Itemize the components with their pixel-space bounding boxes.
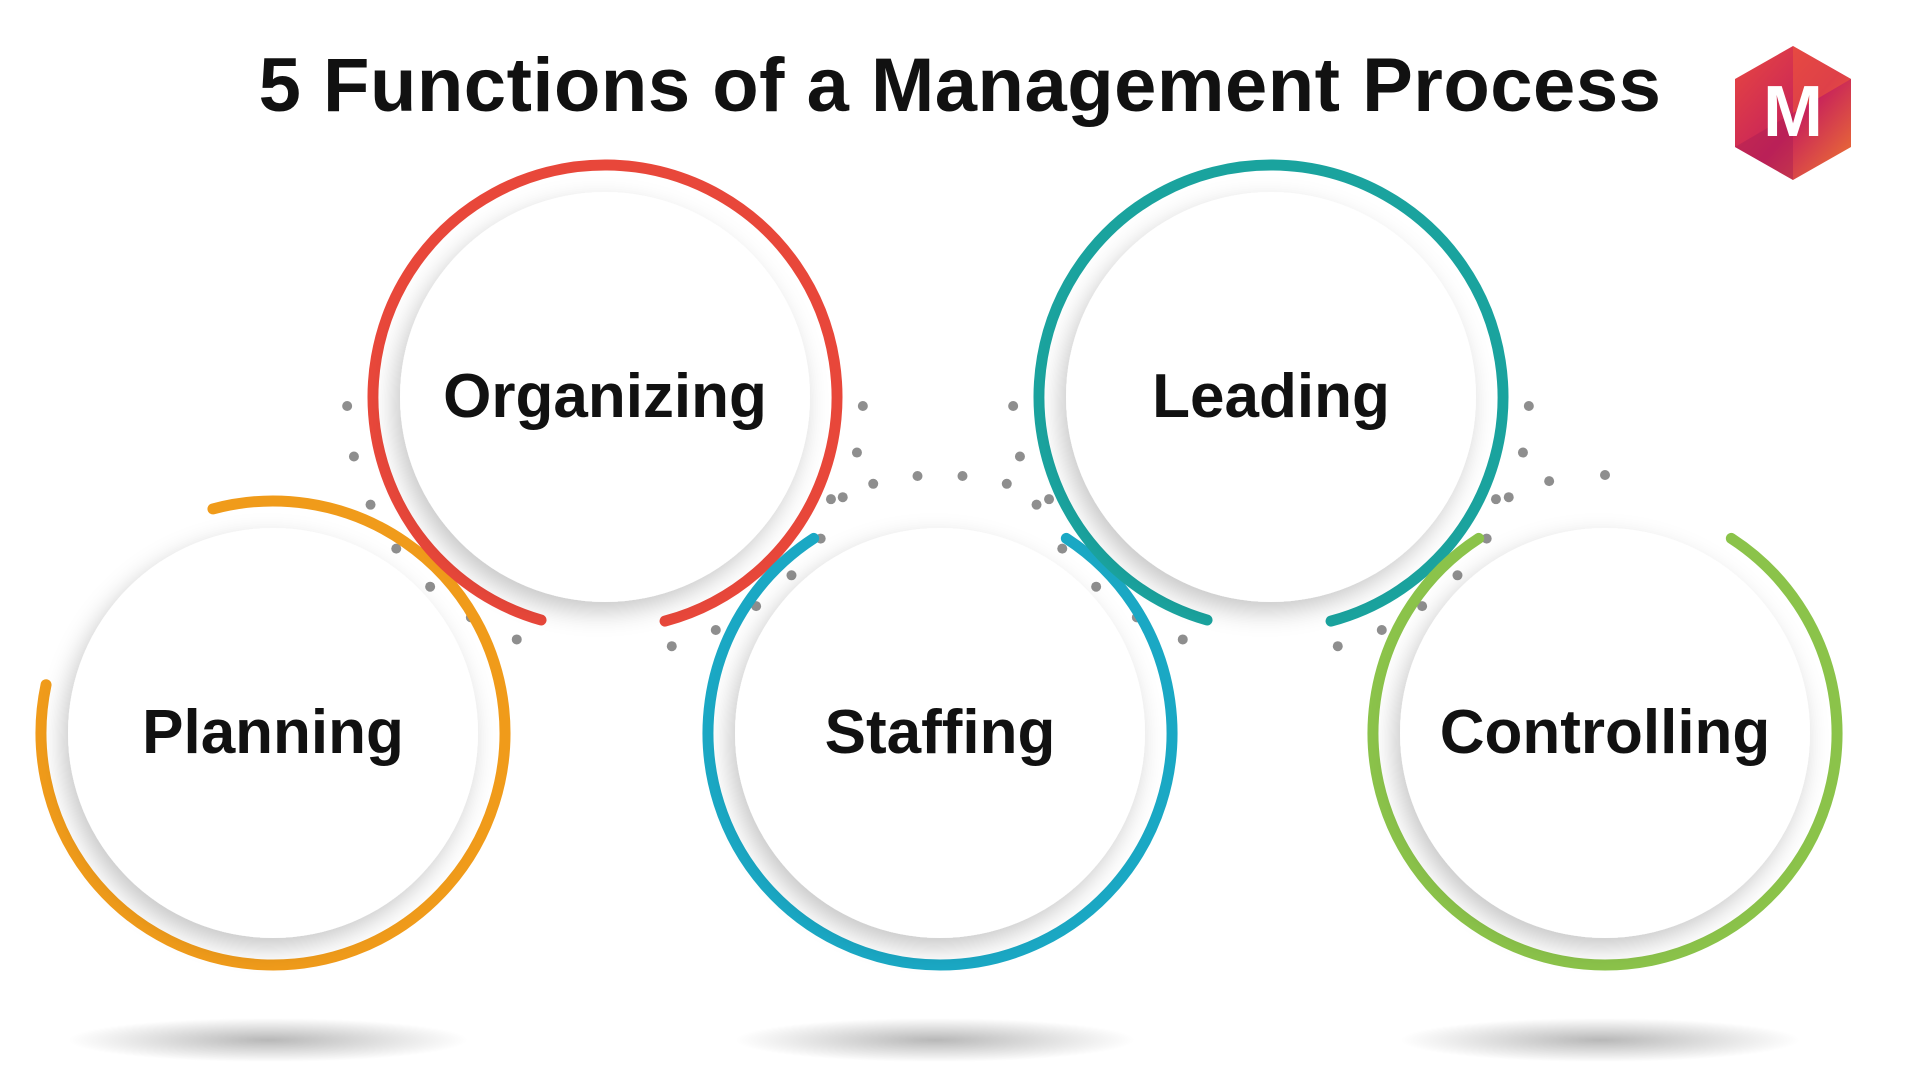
connector-dot [1600, 470, 1610, 480]
connector-dot [1517, 447, 1528, 458]
label-leading: Leading [1152, 362, 1390, 431]
brand-logo-letter: M [1763, 72, 1823, 152]
disc-organizing [400, 192, 810, 602]
connector-dot [957, 470, 968, 481]
connector-dot [1031, 499, 1042, 510]
connector-dot [1014, 451, 1025, 462]
connector-dot [1091, 581, 1102, 592]
label-planning: Planning [142, 698, 404, 767]
brand-logo-icon: M [1735, 46, 1851, 180]
ring-staffing [702, 532, 1178, 971]
connector-dot [1001, 478, 1012, 489]
function-node-staffing: Staffing [702, 528, 1178, 971]
label-staffing: Staffing [825, 698, 1056, 767]
connector-dot [1452, 570, 1463, 581]
connector-dot [348, 451, 359, 462]
function-node-planning: Planning [35, 495, 511, 971]
function-node-leading: Leading [1033, 159, 1509, 627]
ring-planning [35, 495, 511, 971]
ring-organizing [367, 159, 843, 627]
connector-dot [825, 494, 836, 505]
connector-dot [1503, 492, 1514, 503]
disc-staffing [735, 528, 1145, 938]
connector-dot [1044, 494, 1055, 505]
label-controlling: Controlling [1440, 698, 1771, 767]
connector-dot [912, 470, 923, 481]
page-title: 5 Functions of a Management Process [258, 43, 1662, 128]
connector-dot [851, 447, 862, 458]
connector-dot [1490, 494, 1501, 505]
connector-dot [1544, 476, 1555, 487]
connector-dot [1057, 543, 1068, 554]
connector-dot [1177, 634, 1188, 645]
connector-dot [1417, 601, 1428, 612]
connector-dot [786, 570, 797, 581]
connector-dot [837, 492, 848, 503]
connector-dot [666, 641, 677, 652]
connector-dot [511, 634, 522, 645]
floor-shadow-planning [68, 1018, 468, 1062]
connector-dot [391, 543, 402, 554]
connector-dot [1332, 641, 1343, 652]
connector-dot [710, 625, 721, 636]
connector-dot [365, 499, 376, 510]
connector-dot [857, 401, 868, 411]
connector-dot [342, 401, 353, 411]
floor-shadow-staffing [735, 1018, 1135, 1062]
disc-controlling [1400, 528, 1810, 938]
disc-planning [68, 528, 478, 938]
ring-leading [1033, 159, 1509, 627]
function-node-controlling: Controlling [1367, 528, 1843, 971]
connector-dot [1523, 401, 1534, 411]
connector-dot [868, 478, 879, 489]
ring-controlling [1367, 532, 1843, 971]
function-node-organizing: Organizing [367, 159, 843, 627]
label-organizing: Organizing [443, 362, 767, 431]
connector-dot [1376, 625, 1387, 636]
floor-shadow-controlling [1400, 1018, 1800, 1062]
connector-dot [425, 581, 436, 592]
floor-shadows [68, 1018, 1800, 1062]
disc-leading [1066, 192, 1476, 602]
connector-dot [1008, 401, 1019, 411]
connector-dot [1481, 533, 1492, 544]
